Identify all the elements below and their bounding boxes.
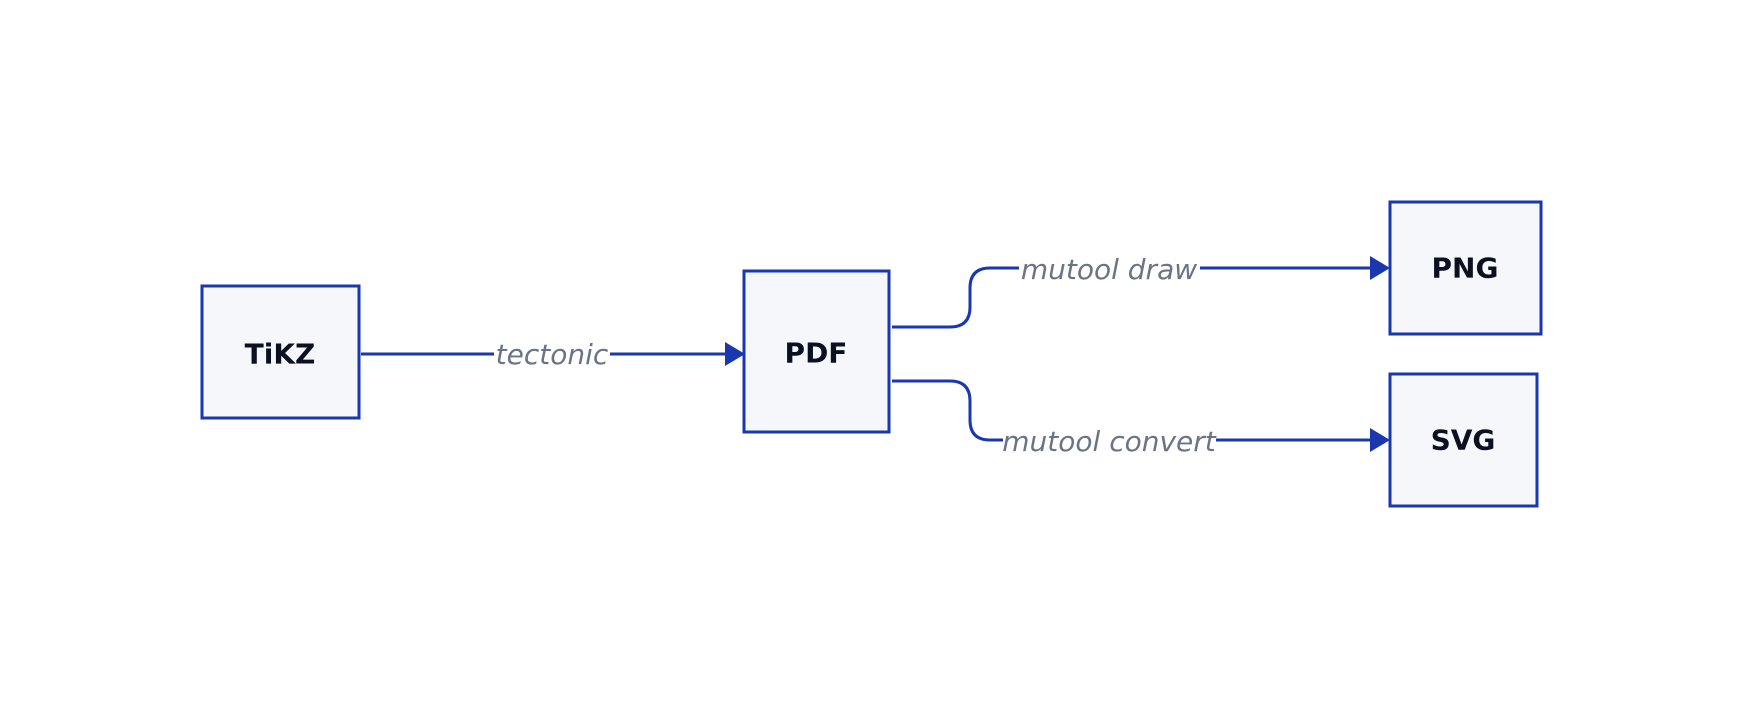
node-pdf-label: PDF	[785, 337, 848, 370]
node-png-label: PNG	[1432, 252, 1499, 285]
node-png-box	[1388, 200, 1543, 336]
node-pdf: PDF	[742, 269, 891, 434]
node-tikz-label: TiKZ	[245, 338, 316, 371]
edge-tectonic-arrowhead	[725, 342, 745, 366]
edge-mutool-draw-connector	[892, 266, 1019, 329]
edge-mutool-draw: mutool draw	[892, 253, 1390, 329]
edge-tectonic-label: tectonic	[496, 338, 609, 371]
node-svg: SVG	[1388, 372, 1539, 508]
node-tikz: TiKZ	[200, 284, 361, 420]
node-svg-label: SVG	[1431, 424, 1496, 457]
node-tikz-box	[200, 284, 361, 420]
node-svg-box	[1388, 372, 1539, 508]
edge-mutool-convert-connector	[892, 379, 1003, 442]
edge-mutool-draw-label: mutool draw	[1021, 253, 1197, 286]
edge-mutool-draw-arrowhead	[1370, 256, 1390, 280]
node-pdf-box	[742, 269, 891, 434]
edge-mutool-convert: mutool convert	[892, 379, 1390, 458]
edge-mutool-convert-arrowhead	[1370, 428, 1390, 452]
edge-mutool-convert-label: mutool convert	[1002, 425, 1217, 458]
edge-tectonic: tectonic	[361, 338, 745, 371]
node-png: PNG	[1388, 200, 1543, 336]
